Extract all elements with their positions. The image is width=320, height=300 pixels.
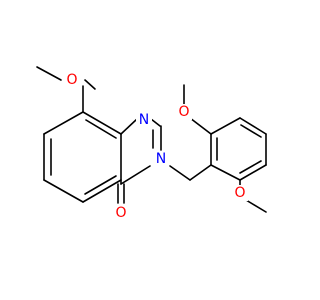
bond bbox=[84, 79, 96, 90]
bond bbox=[239, 117, 267, 135]
atom-o-right-bottom: O bbox=[234, 185, 245, 201]
molecule-diagram: O N N O O O bbox=[36, 66, 267, 221]
bond bbox=[169, 165, 191, 181]
bond bbox=[43, 111, 84, 135]
bond bbox=[120, 165, 151, 185]
bond bbox=[36, 66, 62, 81]
atom-o-carbonyl: O bbox=[115, 205, 126, 221]
bond bbox=[82, 179, 122, 203]
atom-o-top-methoxy: O bbox=[66, 72, 77, 88]
bond bbox=[239, 160, 262, 174]
bond bbox=[239, 164, 267, 181]
bond bbox=[82, 111, 122, 135]
bond bbox=[210, 164, 241, 181]
bond bbox=[189, 117, 212, 135]
bond bbox=[189, 164, 212, 181]
bond bbox=[120, 118, 138, 135]
bond bbox=[245, 199, 267, 213]
bond bbox=[240, 124, 262, 138]
bond-layer bbox=[36, 66, 267, 213]
bond bbox=[84, 175, 117, 195]
bond bbox=[85, 119, 117, 139]
structure-svg: O N N O O O bbox=[36, 66, 267, 221]
atom-n3: N bbox=[156, 151, 166, 167]
atom-label-layer: O N N O O O bbox=[64, 72, 248, 221]
bond bbox=[150, 118, 161, 127]
atom-o-right-top: O bbox=[178, 104, 189, 120]
atom-n1: N bbox=[139, 112, 149, 128]
bond bbox=[43, 179, 84, 203]
bond bbox=[210, 117, 241, 135]
